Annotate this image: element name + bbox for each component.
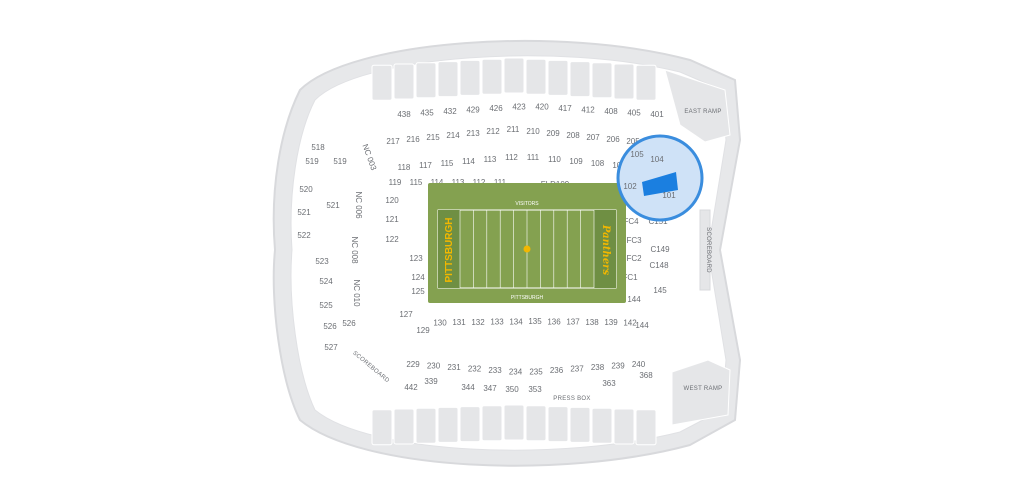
upper-block-bottom[interactable] bbox=[547, 406, 569, 443]
upper-block-bottom[interactable] bbox=[591, 407, 613, 444]
upper-block-bottom[interactable] bbox=[393, 408, 415, 445]
upper-block-bottom[interactable] bbox=[437, 406, 459, 443]
sideline-top-text: VISITORS bbox=[515, 201, 539, 207]
midfield-logo bbox=[523, 245, 531, 253]
upper-block-top[interactable] bbox=[635, 64, 657, 101]
upper-deck-top bbox=[371, 57, 657, 101]
upper-block-bottom[interactable] bbox=[635, 409, 657, 446]
football-field: PITTSBURGH Panthers VISITORS PITTSBURGH bbox=[428, 183, 626, 303]
east-ramp[interactable] bbox=[664, 69, 731, 143]
upper-block-top[interactable] bbox=[481, 58, 503, 95]
section-103-selected[interactable] bbox=[642, 172, 678, 196]
upper-block-top[interactable] bbox=[547, 59, 569, 96]
upper-block-bottom[interactable] bbox=[569, 406, 591, 443]
upper-block-bottom[interactable] bbox=[371, 409, 393, 446]
upper-block-bottom[interactable] bbox=[525, 405, 547, 442]
endzone-right-text: Panthers bbox=[600, 224, 611, 276]
upper-block-top[interactable] bbox=[591, 62, 613, 99]
upper-block-top[interactable] bbox=[371, 64, 393, 101]
highlight-area[interactable]: 104 105 102 101 bbox=[616, 134, 704, 222]
endzone-left bbox=[438, 210, 460, 288]
endzone-right bbox=[594, 210, 616, 288]
scoreboard-right bbox=[699, 209, 711, 291]
upper-deck-bottom bbox=[371, 404, 657, 446]
yard-lines bbox=[459, 210, 595, 288]
sideline-bottom-text: PITTSBURGH bbox=[511, 295, 544, 301]
upper-block-top[interactable] bbox=[393, 63, 415, 100]
endzone-left-text: PITTSBURGH bbox=[444, 218, 455, 283]
west-ramp[interactable] bbox=[671, 359, 731, 426]
upper-block-bottom[interactable] bbox=[481, 405, 503, 442]
upper-block-bottom[interactable] bbox=[459, 406, 481, 443]
upper-block-top[interactable] bbox=[503, 57, 525, 94]
upper-block-top[interactable] bbox=[613, 63, 635, 100]
upper-block-top[interactable] bbox=[437, 61, 459, 98]
upper-block-bottom[interactable] bbox=[613, 408, 635, 445]
upper-block-top[interactable] bbox=[569, 61, 591, 98]
upper-block-top[interactable] bbox=[415, 62, 437, 99]
upper-block-bottom[interactable] bbox=[503, 404, 525, 441]
upper-block-top[interactable] bbox=[459, 59, 481, 96]
upper-block-bottom[interactable] bbox=[415, 407, 437, 444]
upper-block-top[interactable] bbox=[525, 58, 547, 95]
